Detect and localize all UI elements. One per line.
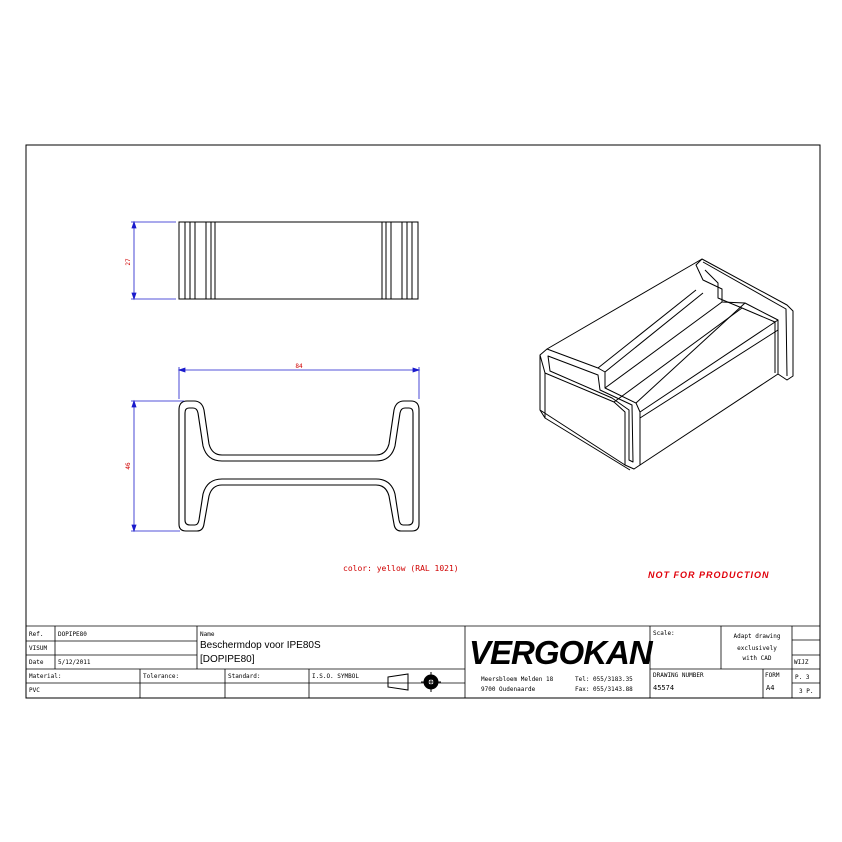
dim-front-width-label: 84 [295,363,303,370]
title-block [26,625,820,698]
page-count: 3 P. [799,688,813,695]
tolerance-label: Tolerance: [143,673,179,680]
page-number: P. 3 [795,674,810,681]
projection-symbol-icon [387,672,441,692]
wijz-label: WIJZ [794,659,809,666]
form-label: FORM [765,672,780,679]
company-logo: VERGOKAN [469,634,654,671]
material-value: PVC [29,687,40,694]
dimension-top-height [131,220,176,301]
part-code: [DOPIPE80] [200,654,255,665]
top-view [178,221,419,300]
iso-symbol-label: I.S.O. SYMBOL [312,673,359,680]
standard-label: Standard: [228,673,261,680]
material-label: Material: [29,673,62,680]
dim-front-height-label: 46 [125,462,132,470]
adapt-note-line-2: exclusively [737,645,777,652]
company-fax: Fax: 055/3143.88 [575,686,633,693]
drawing-number-value: 45574 [653,684,674,692]
company-address-1: Meersbloem Melden 18 [481,676,554,683]
part-name: Beschermdop voor IPE80S [200,640,321,651]
date-value: 5/12/2011 [58,659,91,666]
sheet-frame [25,144,821,699]
ref-value: DOPIPE80 [58,631,87,638]
not-for-production-stamp: NOT FOR PRODUCTION [648,570,770,580]
drawing-number-label: DRAWING NUMBER [653,672,704,679]
form-value: A4 [766,684,774,692]
visum-label: VISUM [29,645,47,652]
dim-top-height-label: 27 [125,258,132,266]
dimension-front-width [177,367,421,399]
isometric-view [539,258,794,471]
scale-label: Scale: [653,630,675,637]
name-label: Name [200,631,215,638]
adapt-note-line-1: Adapt drawing [734,633,781,640]
company-address-2: 9700 Oudenaarde [481,686,536,693]
dimension-front-height [131,399,184,533]
color-note: color: yellow (RAL 1021) [343,564,459,573]
company-tel: Tel: 055/3183.35 [575,676,633,683]
ref-label: Ref. [29,631,43,638]
front-view [178,400,420,532]
date-label: Date [29,659,44,666]
adapt-note-line-3: with CAD [743,655,772,662]
